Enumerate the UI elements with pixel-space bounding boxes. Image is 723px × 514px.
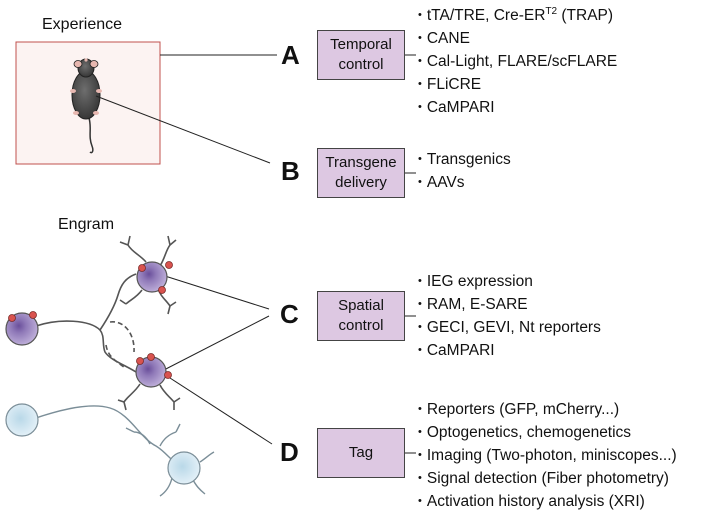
list-item: tTA/TRE, Cre-ERT2 (TRAP) bbox=[418, 1, 617, 28]
engram-neurons-active bbox=[35, 235, 181, 411]
list-item: CaMPARI bbox=[418, 97, 617, 120]
list-item: Cal-Light, FLARE/scFLARE bbox=[418, 51, 617, 74]
mouse-icon bbox=[70, 58, 102, 154]
engram-label: Engram bbox=[58, 216, 115, 233]
experience-label: Experience bbox=[42, 16, 123, 33]
spatial-control-box: Spatial control bbox=[317, 291, 405, 341]
list-item: FLiCRE bbox=[418, 74, 617, 97]
tag-list: Reporters (GFP, mCherry...) Optogenetics… bbox=[418, 399, 677, 514]
temporal-control-box: Temporal control bbox=[317, 30, 405, 80]
spatial-control-list: IEG expression RAM, E-SARE GECI, GEVI, N… bbox=[418, 271, 601, 363]
list-item: GECI, GEVI, Nt reporters bbox=[418, 317, 601, 340]
tag-label: Tag bbox=[348, 444, 374, 461]
temporal-control-list: tTA/TRE, Cre-ERT2 (TRAP) CANE Cal-Light,… bbox=[418, 1, 617, 120]
transgene-delivery-label: Transgene delivery bbox=[325, 154, 397, 191]
temporal-control-label: Temporal control bbox=[330, 36, 392, 73]
row-d-letter: D bbox=[280, 437, 299, 467]
list-item: Activation history analysis (XRI) bbox=[418, 491, 677, 514]
list-item: Imaging (Two-photon, miniscopes...) bbox=[418, 445, 677, 468]
list-item: Transgenics bbox=[418, 149, 511, 172]
connector-neuron-mid-c bbox=[159, 315, 270, 373]
neurons-inactive bbox=[35, 405, 215, 497]
row-c-letter: C bbox=[280, 299, 299, 329]
neuron-inactive-right bbox=[167, 451, 201, 485]
activity-markers bbox=[8, 261, 173, 379]
tag-box: Tag bbox=[317, 428, 405, 478]
list-item: IEG expression bbox=[418, 271, 601, 294]
list-item: Reporters (GFP, mCherry...) bbox=[418, 399, 677, 422]
connector-mouse-b bbox=[95, 95, 271, 164]
list-item: RAM, E-SARE bbox=[418, 294, 601, 317]
list-item: AAVs bbox=[418, 172, 511, 195]
row-a-letter: A bbox=[281, 40, 300, 70]
neuron-inactive-left bbox=[5, 403, 39, 437]
transgene-delivery-list: Transgenics AAVs bbox=[418, 149, 511, 195]
list-item: Signal detection (Fiber photometry) bbox=[418, 468, 677, 491]
connector-neuron-top-c bbox=[164, 275, 270, 310]
list-item: CaMPARI bbox=[418, 340, 601, 363]
row-b-letter: B bbox=[281, 156, 300, 186]
connector-neuron-mid-d bbox=[169, 377, 273, 445]
list-item: CANE bbox=[418, 28, 617, 51]
spatial-control-label: Spatial control bbox=[338, 297, 384, 334]
list-item: Optogenetics, chemogenetics bbox=[418, 422, 677, 445]
transgene-delivery-box: Transgene delivery bbox=[317, 148, 405, 198]
